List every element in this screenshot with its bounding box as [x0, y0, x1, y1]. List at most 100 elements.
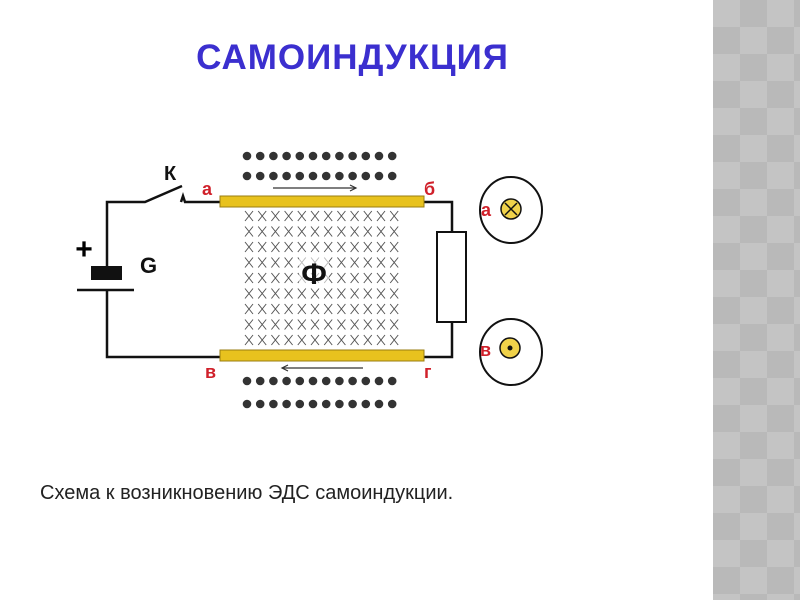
resistor	[436, 231, 467, 323]
field-cross	[244, 334, 254, 346]
field-cross	[323, 241, 333, 253]
field-dot	[374, 171, 384, 181]
field-dot	[361, 151, 371, 161]
field-dot	[387, 399, 397, 409]
field-cross	[310, 288, 320, 299]
field-cross	[297, 303, 307, 315]
field-dot	[348, 171, 357, 181]
field-cross	[389, 334, 399, 346]
field-dot	[361, 399, 371, 409]
point-label-g: г	[424, 362, 432, 382]
field-dot	[255, 171, 265, 181]
field-cross	[376, 334, 386, 346]
field-dot	[269, 171, 278, 181]
field-cross	[244, 303, 254, 315]
field-dot	[308, 399, 318, 409]
field-dot	[269, 399, 278, 409]
field-cross	[271, 303, 280, 315]
field-cross	[284, 210, 293, 222]
field-cross	[389, 303, 399, 315]
field-cross	[389, 257, 399, 268]
field-dot	[335, 151, 344, 161]
plus-sign: +	[75, 233, 93, 266]
field-cross	[323, 334, 333, 346]
field-dot	[387, 376, 397, 386]
field-dot	[335, 399, 344, 409]
current-arrows	[273, 184, 363, 372]
field-cross	[363, 334, 373, 346]
field-cross	[389, 210, 399, 222]
field-dot	[295, 376, 305, 386]
field-cross	[337, 334, 346, 346]
field-cross	[271, 257, 280, 268]
field-cross	[257, 226, 267, 237]
field-dot	[308, 151, 318, 161]
field-dot	[361, 171, 371, 181]
field-dot	[282, 399, 291, 409]
field-dot	[295, 171, 305, 181]
field-cross	[257, 257, 267, 268]
field-cross	[337, 272, 346, 284]
slide-title: САМОИНДУКЦИЯ	[196, 38, 509, 77]
field-cross	[297, 319, 307, 330]
field-cross	[284, 257, 293, 268]
field-cross	[337, 241, 346, 253]
field-cross	[363, 303, 373, 315]
field-dot	[348, 376, 357, 386]
field-cross	[271, 226, 280, 237]
field-cross	[350, 210, 359, 222]
source-label: G	[140, 253, 157, 278]
field-dot	[295, 399, 305, 409]
field-cross	[244, 226, 254, 237]
field-dot	[282, 171, 291, 181]
field-cross	[257, 272, 267, 284]
field-dot	[387, 171, 397, 181]
field-cross	[297, 241, 307, 253]
field-cross	[244, 241, 254, 253]
field-dot	[361, 376, 371, 386]
slide-caption: Схема к возникновению ЭДС самоиндукции.	[40, 482, 454, 504]
field-cross	[389, 288, 399, 299]
field-cross	[350, 334, 359, 346]
field-cross	[363, 272, 373, 284]
top-conductor	[219, 195, 425, 208]
bottom-conductor	[219, 349, 425, 362]
field-dot	[242, 376, 252, 386]
field-cross	[244, 257, 254, 268]
field-cross	[323, 303, 333, 315]
field-dot	[348, 151, 357, 161]
field-cross	[284, 303, 293, 315]
field-cross	[310, 210, 320, 222]
field-dot	[255, 399, 265, 409]
switch-label: К	[164, 163, 177, 185]
field-cross	[244, 288, 254, 299]
field-cross	[337, 226, 346, 237]
field-circle-bottom: в	[479, 318, 543, 386]
field-cross	[297, 210, 307, 222]
field-cross	[363, 226, 373, 237]
field-dot	[335, 376, 344, 386]
field-cross	[297, 334, 307, 346]
field-cross	[350, 319, 359, 330]
field-cross	[284, 226, 293, 237]
field-cross	[376, 272, 386, 284]
field-cross	[376, 288, 386, 299]
field-cross	[257, 288, 267, 299]
field-cross	[244, 210, 254, 222]
field-cross	[376, 257, 386, 268]
field-dot	[242, 151, 252, 161]
field-dot	[308, 171, 318, 181]
field-cross	[363, 319, 373, 330]
field-cross	[257, 241, 267, 253]
field-dot	[321, 151, 331, 161]
field-circle-top: а	[479, 176, 543, 244]
field-cross	[363, 210, 373, 222]
field-cross	[389, 241, 399, 253]
field-cross	[323, 288, 333, 299]
point-label-a: а	[202, 179, 213, 199]
field-cross	[244, 272, 254, 284]
field-cross	[297, 288, 307, 299]
field-cross	[337, 303, 346, 315]
field-dots-out-of-page	[242, 151, 397, 409]
field-cross	[363, 257, 373, 268]
